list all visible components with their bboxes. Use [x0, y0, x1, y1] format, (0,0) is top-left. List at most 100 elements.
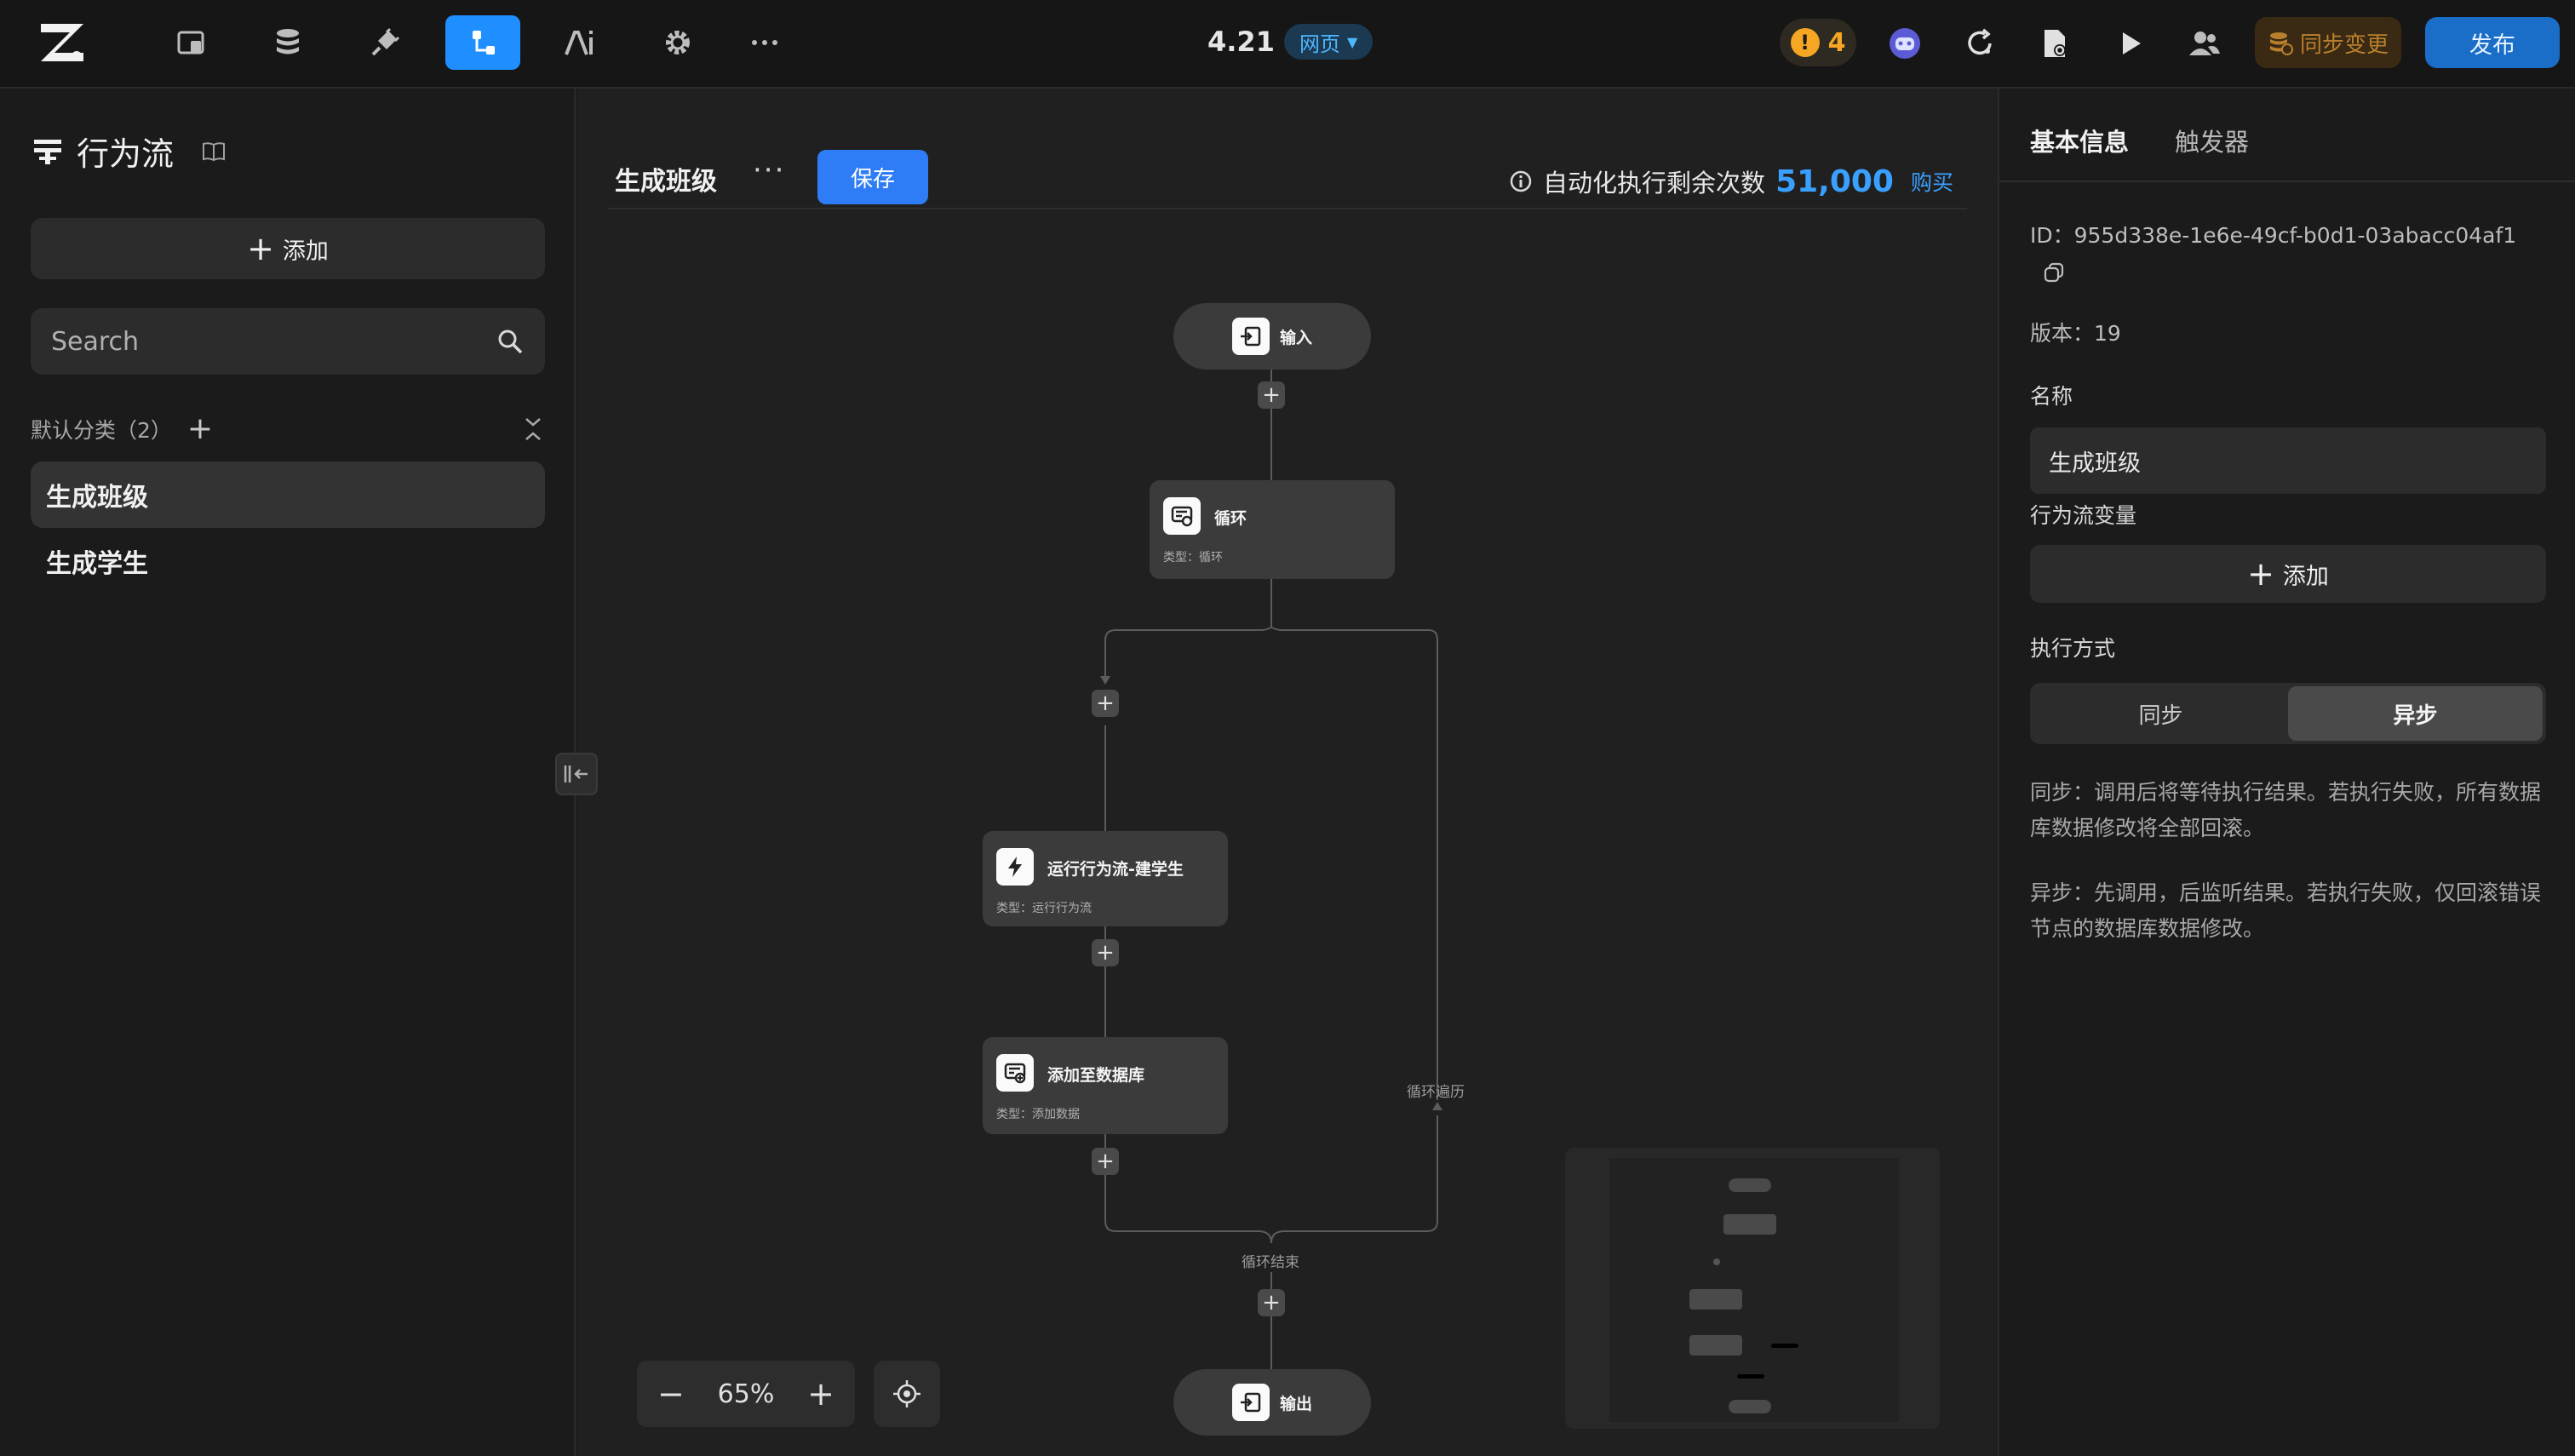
add-variable-label: 添加 [2282, 563, 2329, 590]
run-flow-node-title: 运行行为流-建学生 [1047, 860, 1184, 879]
add-node-button[interactable]: + [1092, 1148, 1119, 1175]
minimap-edge [1771, 1344, 1798, 1348]
zoom-in-button[interactable]: + [807, 1375, 835, 1413]
run-flow-node[interactable]: 运行行为流-建学生 类型：运行行为流 [983, 831, 1228, 926]
collapse-sidebar-icon[interactable] [555, 753, 598, 795]
flow-id: ID：955d338e-1e6e-49cf-b0d1-03abacc04af1 [2030, 218, 2549, 289]
properties-tabs: 基本信息 触发器 [1999, 89, 2575, 182]
quota-label: 自动化执行剩余次数 [1543, 169, 1766, 198]
left-sidebar: 行为流 + 添加 默认分类（2） + 生成班级 生成学生 [0, 89, 576, 1456]
category-header[interactable]: 默认分类（2） + [31, 410, 545, 448]
add-flow-button[interactable]: + 添加 [31, 218, 545, 279]
ai-icon[interactable] [542, 15, 617, 70]
minimap-viewport[interactable] [1609, 1158, 1899, 1422]
assistant-bot-icon[interactable] [1884, 22, 1926, 65]
flow-more-button[interactable]: ··· [753, 153, 786, 187]
collapse-chevrons-icon[interactable] [521, 416, 545, 443]
publish-button[interactable]: 发布 [2425, 17, 2560, 68]
add-node-button[interactable]: + [1092, 939, 1119, 966]
env-selector[interactable]: 网页 ▼ [1284, 24, 1374, 60]
search-box [31, 308, 545, 375]
category-label: 默认分类（2） [31, 418, 172, 443]
warning-count: 4 [1827, 27, 1846, 58]
flow-variables-label: 行为流变量 [2030, 503, 2137, 528]
flow-name-field[interactable]: 生成班级 [2030, 427, 2546, 494]
users-icon[interactable] [2183, 22, 2226, 65]
add-node-button[interactable]: + [1092, 690, 1119, 717]
add-to-database-node-type: 类型：添加数据 [996, 1108, 1080, 1121]
recenter-button[interactable] [874, 1361, 940, 1427]
loop-node-title: 循环 [1214, 509, 1247, 528]
add-flow-label: 添加 [282, 238, 329, 265]
crosshair-icon [893, 1380, 920, 1407]
lightning-icon [996, 848, 1034, 886]
database-icon[interactable] [250, 15, 325, 70]
behavior-flow-icon [34, 139, 61, 164]
app-logo-icon[interactable] [37, 19, 87, 66]
tab-basic-info[interactable]: 基本信息 [2030, 128, 2130, 157]
add-variable-button[interactable]: + 添加 [2030, 545, 2546, 603]
pages-icon[interactable] [153, 15, 228, 70]
loop-back-label: 循环遍历 [1407, 1084, 1465, 1101]
execution-mode-async[interactable]: 异步 [2288, 686, 2543, 741]
loop-end-label: 循环结束 [1242, 1254, 1299, 1271]
output-node-title: 输出 [1279, 1394, 1312, 1413]
env-label: 网页 [1299, 32, 1340, 56]
minimap-edge [1737, 1374, 1764, 1379]
name-label: 名称 [2030, 384, 2073, 409]
execution-mode-label: 执行方式 [2030, 636, 2116, 661]
add-node-button[interactable]: + [1258, 1289, 1285, 1316]
refresh-icon[interactable] [1958, 22, 2001, 65]
more-menu-icon[interactable] [727, 15, 802, 70]
flow-item[interactable]: 生成班级 [31, 461, 545, 528]
add-node-button[interactable]: + [1258, 381, 1285, 409]
buy-link[interactable]: 购买 [1910, 170, 1953, 195]
workflow-icon[interactable] [445, 15, 520, 70]
add-category-icon[interactable]: + [186, 411, 214, 446]
io-node-icon [1231, 318, 1270, 355]
search-input[interactable] [51, 326, 496, 357]
database-add-icon [996, 1054, 1034, 1092]
app-version: 4.21 [1207, 26, 1275, 58]
play-preview-icon[interactable] [2108, 22, 2151, 65]
loop-node[interactable]: 循环 类型：循环 [1150, 480, 1395, 579]
workflow-canvas[interactable]: 生成班级 ··· 保存 自动化执行剩余次数 51,000 购买 输入 [577, 89, 1998, 1456]
properties-panel: 基本信息 触发器 ID：955d338e-1e6e-49cf-b0d1-03ab… [1998, 89, 2575, 1456]
zoom-level: 65% [717, 1379, 775, 1409]
top-bar: 4.21 网页 ▼ ! 4 同步变更 发布 [0, 0, 2575, 89]
minimap-node [1689, 1335, 1742, 1356]
plus-icon: + [2247, 555, 2274, 593]
tab-triggers[interactable]: 触发器 [2175, 128, 2250, 157]
async-description: 异步：先调用，后监听结果。若执行失败，仅回滚错误节点的数据库数据修改。 [2030, 880, 2542, 941]
sync-description: 同步：调用后将等待执行结果。若执行失败，所有数据库数据修改将全部回滚。 [2030, 780, 2542, 840]
warning-indicator[interactable]: ! 4 [1780, 19, 1856, 66]
minimap-node [1729, 1178, 1771, 1192]
loop-node-type: 类型：循环 [1163, 551, 1223, 565]
zoom-controls: − 65% + [637, 1361, 855, 1427]
add-to-database-node[interactable]: 添加至数据库 类型：添加数据 [983, 1037, 1228, 1134]
zoom-out-button[interactable]: − [657, 1375, 685, 1413]
execution-mode-toggle: 同步 异步 [2030, 683, 2546, 744]
copy-icon[interactable] [2042, 261, 2066, 284]
settings-gear-icon[interactable] [640, 15, 715, 70]
document-settings-icon[interactable] [2033, 22, 2076, 65]
quota-value: 51,000 [1775, 163, 1894, 199]
input-node[interactable]: 输入 [1173, 303, 1371, 370]
flow-title: 生成班级 [615, 167, 717, 197]
output-node[interactable]: 输出 [1173, 1369, 1371, 1436]
sync-changes-button[interactable]: 同步变更 [2255, 17, 2401, 68]
flow-item[interactable]: 生成学生 [46, 549, 148, 579]
minimap-node [1723, 1214, 1776, 1235]
database-sync-icon [2268, 30, 2293, 55]
minimap-node [1729, 1400, 1771, 1413]
io-node-icon [1231, 1384, 1270, 1421]
flow-id-text: ID：955d338e-1e6e-49cf-b0d1-03abacc04af1 [2030, 223, 2517, 248]
minimap-node [1713, 1258, 1720, 1265]
info-icon [1510, 170, 1532, 192]
minimap[interactable] [1565, 1148, 1940, 1429]
plugin-icon[interactable] [347, 15, 422, 70]
search-icon[interactable] [496, 327, 525, 356]
docs-book-icon[interactable] [201, 139, 227, 164]
execution-mode-sync[interactable]: 同步 [2138, 702, 2183, 729]
save-button[interactable]: 保存 [817, 150, 928, 204]
